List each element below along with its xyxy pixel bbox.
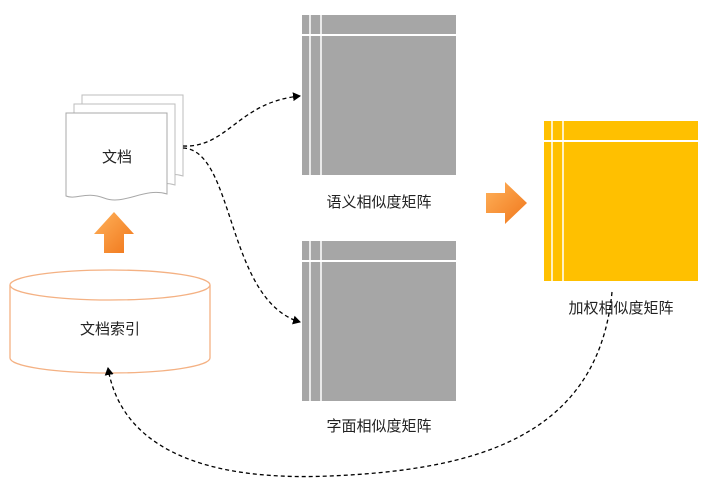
semantic-matrix-label: 语义相似度矩阵 xyxy=(326,193,431,211)
document-stack: 文档 xyxy=(65,94,184,201)
document-index-label: 文档索引 xyxy=(80,320,140,338)
document-index-cylinder: 文档索引 xyxy=(9,269,211,374)
weighted-matrix-grid xyxy=(544,121,698,281)
up-arrow-index-to-document xyxy=(94,212,134,253)
semantic-matrix-grid xyxy=(302,15,456,175)
semantic-similarity-matrix xyxy=(302,15,456,175)
lexical-matrix-label: 字面相似度矩阵 xyxy=(326,417,431,435)
weighted-similarity-matrix xyxy=(544,121,698,281)
cylinder-top xyxy=(9,269,211,301)
lexical-matrix-grid xyxy=(302,241,456,401)
right-arrow-to-weighted-matrix xyxy=(486,182,527,224)
document-page-front xyxy=(65,112,168,201)
weighted-matrix-label: 加权相似度矩阵 xyxy=(568,299,673,317)
lexical-similarity-matrix xyxy=(302,241,456,401)
connector-document-to-lexical-matrix xyxy=(182,147,301,325)
connector-document-to-semantic-matrix xyxy=(182,92,301,147)
document-label: 文档 xyxy=(102,148,132,166)
connector-weighted-matrix-to-index xyxy=(104,291,613,478)
